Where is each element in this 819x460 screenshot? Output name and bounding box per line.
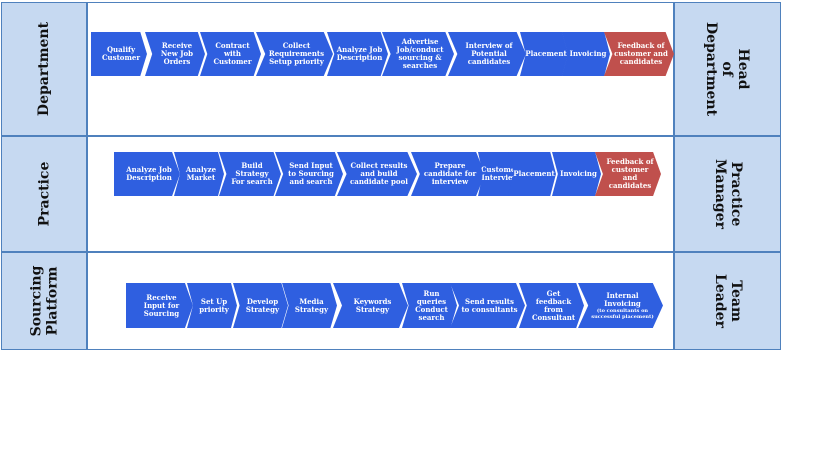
process-step-label: Keywords Strategy [353,296,392,314]
lane-label: Department [2,3,86,135]
process-step: Send results to consultants [450,283,525,328]
process-step: Analyze Job Description [327,32,388,76]
lane-body: Receive Input for Sourcing Set Up priorit… [88,253,673,349]
process-step-label: Advertise Job/conduct sourcing & searche… [396,37,444,70]
lane-body: Analyze Job Description Analyze Market Bui… [88,137,673,251]
process-step-label: Get feedback from Consultant [531,288,576,322]
process-step-label: Placement [513,169,555,178]
process-step: Send Input to Sourcing and search [275,152,343,196]
process-step-label: Feedback of customer and candidates [606,157,654,190]
process-step: Interview of Potential candidates [448,32,526,76]
swimlane-diagram: Department Qualify Customer Receive New J… [1,2,781,350]
process-step-label: Analyze Market [185,165,217,182]
process-step: Advertise Job/conduct sourcing & searche… [382,32,454,76]
process-step-label: Media Strategy [294,296,329,314]
process-step-label: Qualify Customer [101,45,141,62]
lane-label: Practice [2,137,86,251]
lane-body: Qualify Customer Receive New Job Orders Co… [88,3,674,135]
process-step: Qualify Customer [91,32,147,76]
process-step-label: Analyze Job Description [336,45,383,62]
process-row: Analyze Job Description Analyze Market Bui… [88,137,673,251]
process-step: Collect results and build candidate pool [337,152,417,196]
process-step-label: Feedback of customer and candidates [614,41,668,66]
process-step: Receive Input for Sourcing [126,283,193,328]
process-row: Receive Input for Sourcing Set Up priorit… [88,253,673,349]
process-step: Receive New Job Orders [145,32,205,76]
process-step: Invoicing [562,32,610,76]
process-step-label: Send results to consultants [461,296,518,314]
process-step-label: Receive Input for Sourcing [143,292,180,318]
process-step: Placement [508,152,556,196]
process-step: Get feedback from Consultant [519,283,584,328]
process-step-label: Placement [525,49,567,58]
process-step: Develop Strategy [233,283,288,328]
process-step: Media Strategy [282,283,337,328]
process-step: Invoicing [552,152,601,196]
process-step: Contract with Customer [200,32,261,76]
process-step-label: Analyze Job Description [126,165,172,182]
process-step-label: Invoicing [569,49,607,58]
process-step-label: Interview of Potential candidates [465,41,513,66]
process-step: Collect Requirements Setup priority [256,32,333,76]
process-step: Analyze Job Description [114,152,180,196]
process-step-label: Internal Invoicing(to consultants on suc… [578,291,663,320]
process-step: Prepare candidate for interview [411,152,485,196]
process-step-label: Build Strategy For search [231,161,273,186]
process-step-note: (to consultants on successful placement) [591,307,654,320]
process-step-label: Receive New Job Orders [160,41,194,66]
process-step-label: Send Input to Sourcing and search [288,161,334,186]
process-step: Set Up priority [187,283,237,328]
process-step-label: Set Up priority [199,296,229,314]
process-step: Feedback of customer and candidates [604,32,674,76]
process-step-label: Develop Strategy [245,296,280,314]
process-step: Keywords Strategy [333,283,408,328]
lane-department: Department Qualify Customer Receive New J… [1,3,781,135]
process-step-label: Prepare candidate for interview [423,161,477,186]
process-step-label: Customer Interview [480,165,520,182]
process-step-label: Collect results and build candidate pool [350,161,408,186]
process-step-label: Invoicing [560,169,597,178]
process-step: Analyze Market [174,152,224,196]
process-step: Feedback of customer and candidates [595,152,661,196]
process-step: Placement [520,32,568,76]
process-step-label: Run queries Conduct search [415,288,448,322]
lane-label-text: Department [36,21,52,117]
process-row: Qualify Customer Receive New Job Orders Co… [88,3,674,135]
process-step: Build Strategy For search [219,152,281,196]
process-step-label: Contract with Customer [213,41,252,66]
process-step: Internal Invoicing(to consultants on suc… [578,283,663,328]
process-step: Run queries Conduct search [402,283,457,328]
lane-label-text: Practice [36,161,52,227]
process-step-label: Collect Requirements Setup priority [268,41,325,66]
